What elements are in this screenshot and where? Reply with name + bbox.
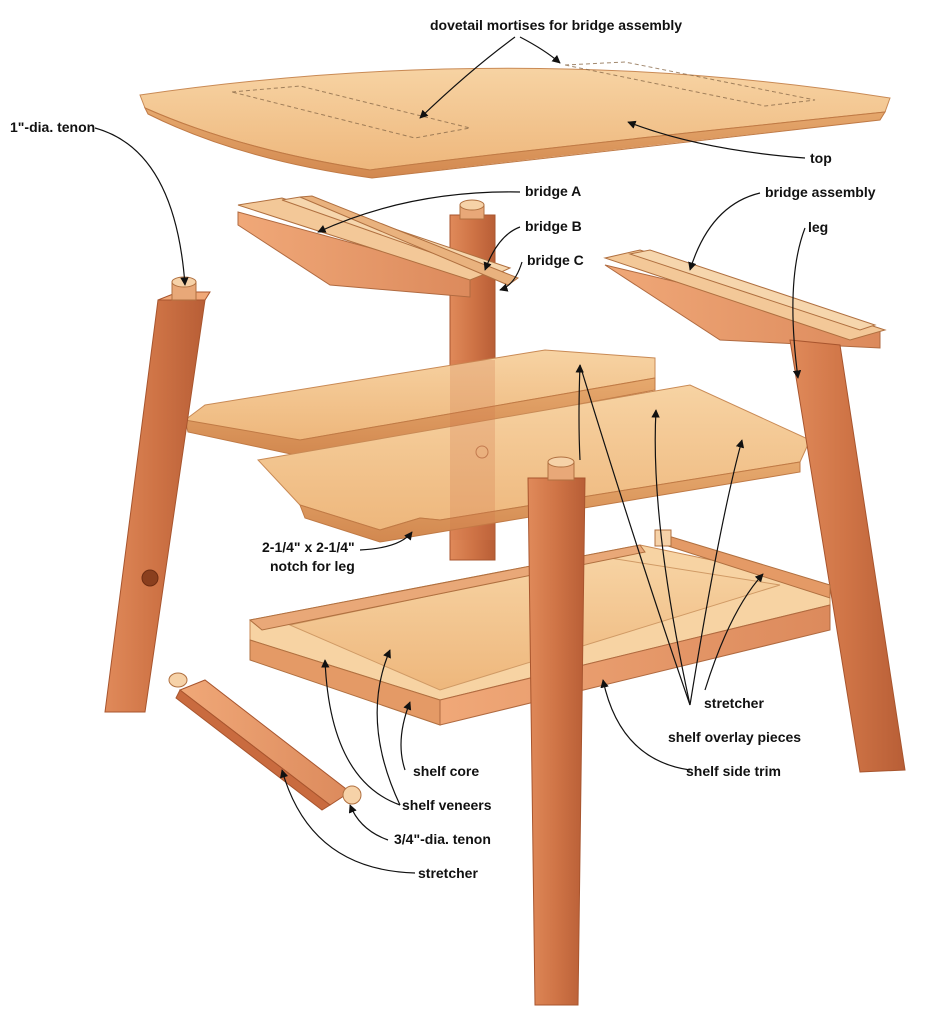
bridge-left-assembly: [237, 195, 520, 298]
left-front-leg: [104, 276, 211, 713]
label-top: top: [810, 150, 832, 166]
label-shelf-overlay-pieces: shelf overlay pieces: [668, 729, 801, 745]
label-bridge-assembly: bridge assembly: [765, 184, 876, 200]
callout-labels: dovetail mortises for bridge assembly to…: [10, 17, 876, 881]
label-stretcher-right: stretcher: [704, 695, 764, 711]
label-bridge-b: bridge B: [525, 218, 582, 234]
table-top: [139, 61, 891, 179]
label-shelf-core: shelf core: [413, 763, 479, 779]
label-bridge-c: bridge C: [527, 252, 584, 268]
label-bridge-a: bridge A: [525, 183, 581, 199]
label-dovetail-mortises: dovetail mortises for bridge assembly: [430, 17, 682, 33]
bridge-right-assembly: [603, 249, 887, 349]
label-stretcher-bottom: stretcher: [418, 865, 478, 881]
label-3-4in-tenon: 3/4"-dia. tenon: [394, 831, 491, 847]
leader-lines: [94, 36, 806, 874]
label-shelf-side-trim: shelf side trim: [686, 763, 781, 779]
dovetail-mortise-left: [231, 85, 471, 139]
right-rear-leg: [789, 339, 906, 773]
bottom-stretcher: [168, 672, 362, 811]
dovetail-mortise-right: [564, 61, 816, 107]
label-notch-line1: 2-1/4" x 2-1/4": [262, 539, 355, 555]
label-notch-line2: notch for leg: [270, 558, 355, 574]
label-1in-tenon: 1"-dia. tenon: [10, 119, 95, 135]
label-leg: leg: [808, 219, 828, 235]
stretcher-mortise-hole: [141, 569, 159, 587]
shelf-overlay-pieces: [183, 349, 811, 543]
front-center-leg: [527, 456, 586, 1006]
label-shelf-veneers: shelf veneers: [402, 797, 492, 813]
